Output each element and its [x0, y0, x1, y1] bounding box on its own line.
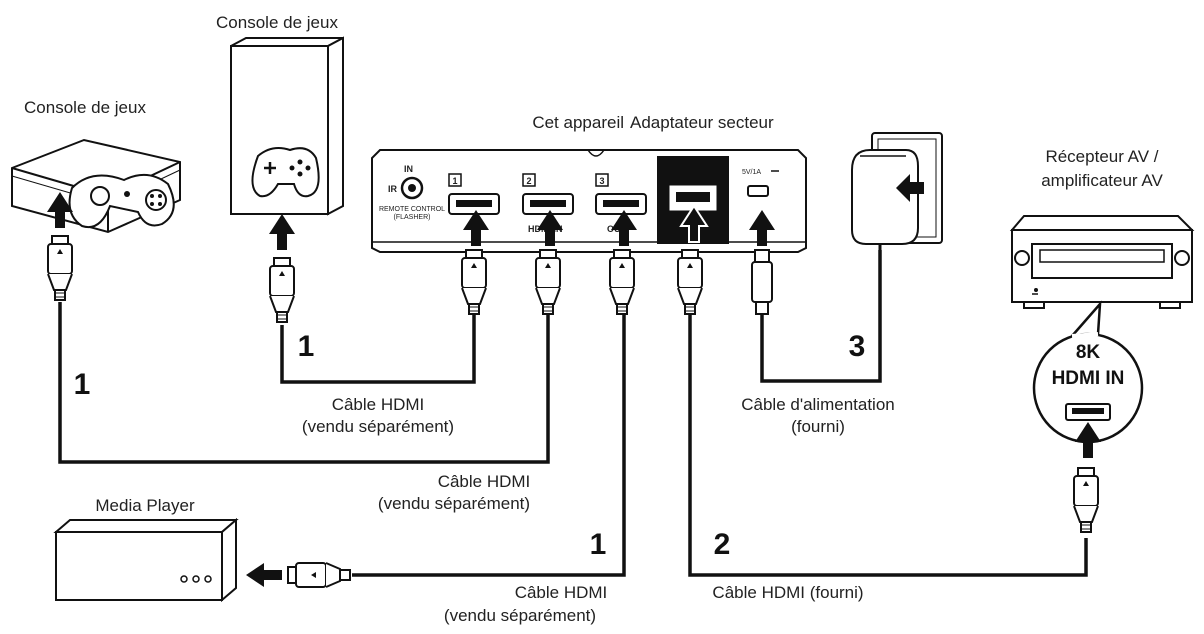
port-3-number: 3	[599, 176, 604, 186]
hdmi-plug-out	[677, 249, 703, 315]
cable-media-sub: (vendu séparément)	[444, 606, 596, 625]
cable-power	[760, 250, 882, 383]
cable-receiver	[688, 312, 1088, 577]
power-adapter-illustration	[851, 132, 943, 252]
cable-console-left-title: Câble HDMI	[438, 472, 531, 491]
cable-receiver-label: Câble HDMI (fourni)	[712, 583, 863, 602]
media-player-label: Media Player	[95, 496, 195, 515]
cable-console-top-sub: (vendu séparément)	[302, 417, 454, 436]
remote-label: REMOTE CONTROL	[379, 206, 445, 213]
hdmi-plug-console-top	[269, 257, 295, 323]
power-cable-title: Câble d'alimentation	[741, 395, 895, 414]
adapter-label: Adaptateur secteur	[630, 113, 774, 132]
console-left-illustration	[11, 138, 181, 234]
cable-console-left-sub: (vendu séparément)	[378, 494, 530, 513]
cable-console-top	[280, 312, 476, 384]
callout-hdmi-in-text: HDMI IN	[1052, 368, 1125, 389]
power-spec-label: 5V/1A	[742, 169, 761, 176]
step-1-left: 1	[74, 368, 91, 401]
cable-console-top-title: Câble HDMI	[332, 395, 425, 414]
step-1-mid: 1	[298, 330, 315, 363]
console-left-label: Console de jeux	[24, 98, 146, 117]
cable-media-player	[352, 312, 626, 577]
callout-8k-text: 8K	[1076, 342, 1101, 363]
hdmi-plug-console-left	[47, 235, 73, 301]
power-cable-sub: (fourni)	[791, 417, 845, 436]
main-unit: 1 2 3 IN IR REMOTE CONTROL (FLASHER) 5V/…	[371, 149, 807, 253]
receiver-label-line2: amplificateur AV	[1041, 171, 1163, 190]
av-receiver-illustration	[1009, 215, 1195, 309]
hdmi-plug-port1	[461, 249, 487, 315]
console-top-illustration	[230, 36, 344, 216]
step-3: 3	[849, 330, 866, 363]
port-1-number: 1	[452, 176, 457, 186]
usb-power-port	[747, 185, 769, 197]
cable-media-title: Câble HDMI	[515, 583, 608, 602]
hdmi-in-callout	[1032, 300, 1144, 444]
flasher-label: (FLASHER)	[394, 214, 431, 221]
console-top-label: Console de jeux	[216, 13, 338, 32]
hdmi-plug-media-player	[287, 562, 351, 588]
receiver-label-line1: Récepteur AV /	[1045, 147, 1158, 166]
hdmi-plug-port3	[609, 249, 635, 315]
media-player-illustration	[53, 517, 239, 603]
main-unit-label: Cet appareil	[532, 113, 624, 132]
power-plug	[751, 249, 773, 315]
ir-label: IR	[388, 184, 398, 194]
hdmi-plug-port2	[535, 249, 561, 315]
ir-in-label: IN	[404, 164, 413, 174]
step-2: 2	[714, 528, 731, 561]
step-1-bottom: 1	[590, 528, 607, 561]
hdmi-plug-receiver	[1073, 467, 1099, 533]
cable-console-left	[58, 302, 550, 464]
media-player-arrow	[246, 563, 282, 587]
port-2-number: 2	[526, 176, 531, 186]
